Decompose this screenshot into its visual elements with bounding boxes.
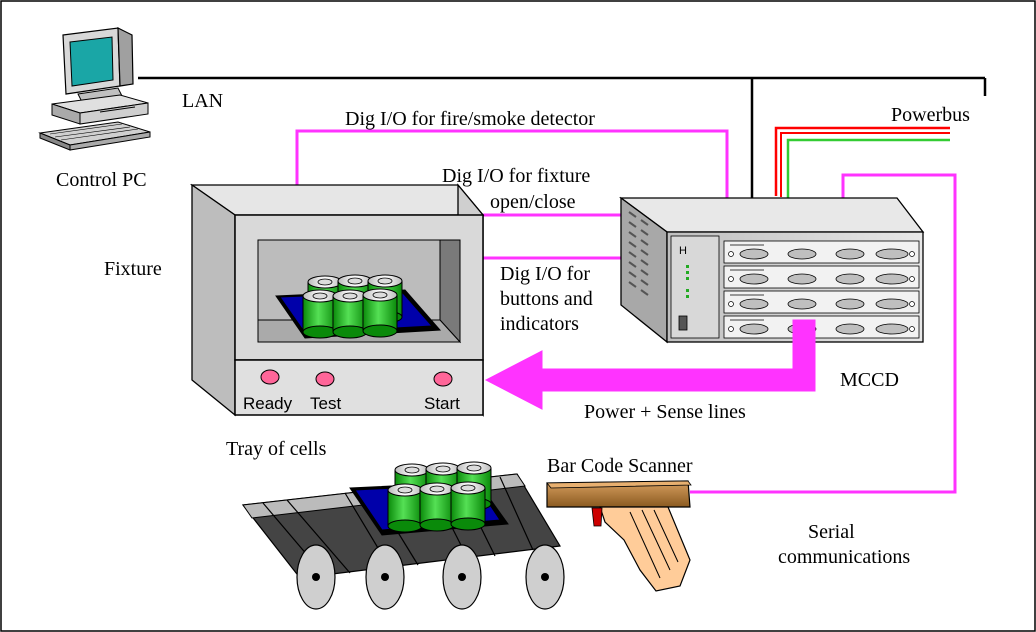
module-slots xyxy=(723,240,920,339)
slot-screw xyxy=(728,301,734,307)
slot-connector xyxy=(875,273,909,285)
powerbus-label: Powerbus xyxy=(891,104,970,126)
slot-connector xyxy=(739,323,769,335)
slot-connector xyxy=(875,298,909,310)
status-leds xyxy=(686,265,689,298)
slot-connector xyxy=(875,248,909,260)
tray-label: Tray of cells xyxy=(226,438,327,460)
buttons-io-label-line1: Dig I/O for xyxy=(500,263,590,285)
slot-connector xyxy=(835,323,865,335)
slot-connector xyxy=(739,248,769,260)
module-slot xyxy=(723,290,920,314)
powerbus-lines xyxy=(774,126,950,198)
module-slot xyxy=(723,240,920,264)
test-button-label: Test xyxy=(310,394,341,413)
slot-screw xyxy=(909,326,915,332)
slot-connector xyxy=(739,298,769,310)
ready-button-label: Ready xyxy=(243,394,293,413)
lan-connection xyxy=(138,76,987,198)
lan-label: LAN xyxy=(182,90,223,112)
start-button-label: Start xyxy=(424,394,460,413)
buttons-io-label-line2: buttons and xyxy=(500,288,593,310)
computer-case-icon xyxy=(51,94,149,125)
serial-line xyxy=(690,173,957,494)
control-pc-label: Control PC xyxy=(56,169,147,191)
mccd-label: MCCD xyxy=(840,369,899,391)
fixture-io-label-line2: open/close xyxy=(490,191,576,213)
slot-screw xyxy=(728,326,734,332)
power-sense-arrow xyxy=(484,319,816,410)
serial-label-line1: Serial xyxy=(808,521,855,543)
barcode-scanner-icon xyxy=(546,480,692,592)
keyboard-icon xyxy=(38,121,151,151)
slot-screw xyxy=(909,251,915,257)
slot-screw xyxy=(728,251,734,257)
fire-smoke-io-line xyxy=(295,129,729,198)
ready-button[interactable] xyxy=(260,369,280,385)
slot-connector xyxy=(875,323,909,335)
slot-screw xyxy=(728,276,734,282)
slot-connector xyxy=(835,273,865,285)
mccd-logo: H xyxy=(679,245,687,257)
serial-label-line2: communications xyxy=(778,546,910,568)
scanner-label: Bar Code Scanner xyxy=(547,455,693,477)
power-sense-label: Power + Sense lines xyxy=(584,401,746,423)
control-pc xyxy=(38,27,151,151)
monitor-icon xyxy=(62,27,134,103)
fixture-io-label-line1: Dig I/O for fixture xyxy=(442,165,590,187)
slot-connector xyxy=(835,248,865,260)
conveyor-tray xyxy=(349,461,509,536)
slot-connector xyxy=(787,248,817,260)
fire-smoke-io-label: Dig I/O for fire/smoke detector xyxy=(345,108,595,130)
fixture-label: Fixture xyxy=(104,258,162,280)
start-button[interactable] xyxy=(433,371,453,387)
slot-screw xyxy=(909,276,915,282)
module-slot xyxy=(723,265,920,289)
vent-slots xyxy=(628,211,649,296)
buttons-io-label-line3: indicators xyxy=(500,313,579,335)
module-slot xyxy=(723,315,920,339)
test-button[interactable] xyxy=(315,371,335,387)
slot-connector xyxy=(787,298,817,310)
slot-connector xyxy=(835,298,865,310)
slot-screw xyxy=(909,301,915,307)
mccd-unit: H xyxy=(619,196,925,344)
fixture-tray xyxy=(275,274,442,339)
slot-connector xyxy=(739,273,769,285)
slot-connector xyxy=(787,273,817,285)
